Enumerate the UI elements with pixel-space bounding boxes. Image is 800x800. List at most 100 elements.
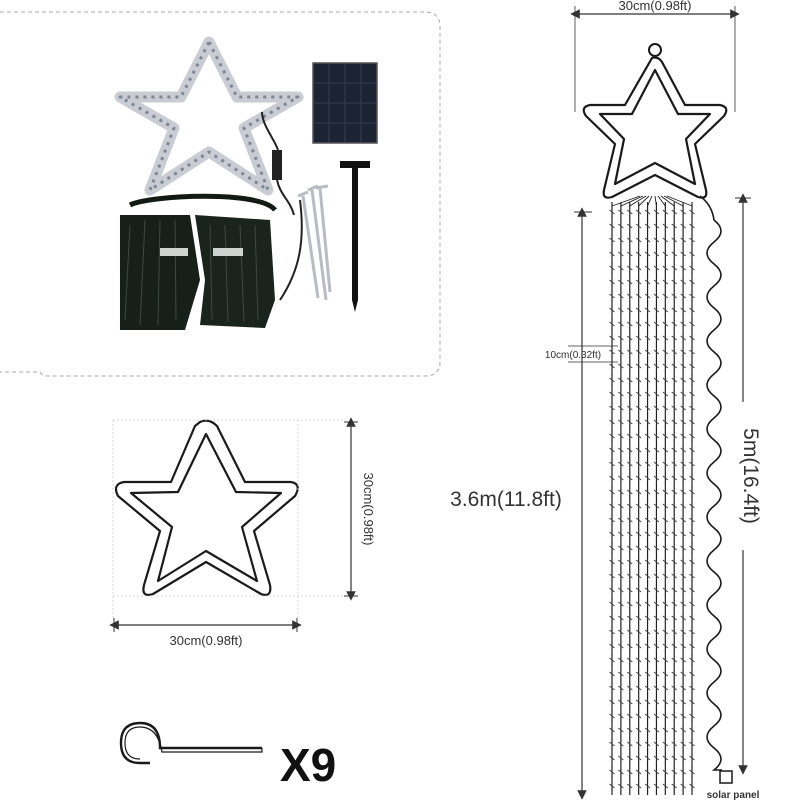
- led-bulb: [644, 377, 651, 383]
- led-bulb: [671, 223, 678, 229]
- small-star-guides: [112, 419, 346, 620]
- led-bulb: [626, 741, 633, 747]
- led-bulb: [689, 685, 695, 691]
- led-bulb: [662, 517, 669, 523]
- led-bulb: [644, 307, 651, 313]
- led-bulb: [680, 433, 686, 439]
- led-bulb: [689, 223, 695, 229]
- led-bulb: [680, 671, 686, 677]
- led-bulb: [653, 321, 660, 327]
- led-bulb: [689, 741, 695, 747]
- led-bulb: [618, 209, 624, 215]
- led-bulb: [671, 489, 678, 495]
- led-bulb: [689, 209, 695, 215]
- led-bulb: [644, 643, 651, 649]
- led-bulb: [662, 671, 669, 677]
- led-bulb: [644, 433, 651, 439]
- led-bulb: [680, 615, 686, 621]
- led-bulb: [618, 489, 624, 495]
- led-bulb: [609, 769, 615, 775]
- led-bulb: [680, 531, 686, 537]
- led-bulb: [609, 741, 615, 747]
- led-bulb: [626, 657, 633, 663]
- led-bulb: [618, 685, 624, 691]
- led-bulb: [653, 223, 660, 229]
- led-bulb: [653, 685, 660, 691]
- led-bulb: [653, 209, 660, 215]
- led-bulb: [635, 419, 642, 425]
- led-bulb: [680, 475, 686, 481]
- led-bulb: [662, 559, 669, 565]
- led-bulb: [671, 657, 678, 663]
- led-bulb: [644, 629, 651, 635]
- led-bulb: [680, 251, 686, 257]
- led-bulb: [618, 713, 624, 719]
- led-bulb: [635, 559, 642, 565]
- led-bulb: [680, 419, 686, 425]
- led-bulb: [626, 755, 633, 761]
- led-bulb: [618, 447, 624, 453]
- led-bulb: [662, 293, 669, 299]
- led-bulb: [689, 391, 695, 397]
- strand-connector: [663, 195, 684, 207]
- led-bulb: [626, 559, 633, 565]
- led-bulb: [618, 433, 624, 439]
- led-bulb: [626, 363, 633, 369]
- led-bulb: [635, 531, 642, 537]
- led-bulb: [626, 447, 633, 453]
- led-bulb: [653, 419, 660, 425]
- led-bulb: [635, 629, 642, 635]
- led-bulb: [635, 335, 642, 341]
- led-bulb: [626, 783, 633, 789]
- led-bulb: [626, 223, 633, 229]
- led-bulb: [635, 503, 642, 509]
- led-bulb: [662, 643, 669, 649]
- led-bulb: [653, 349, 660, 355]
- led-bulb: [689, 783, 695, 789]
- led-bulb: [644, 349, 651, 355]
- led-bulb: [653, 629, 660, 635]
- strand-connector: [654, 195, 657, 207]
- led-bulb: [635, 657, 642, 663]
- led-bulb: [671, 615, 678, 621]
- led-bulb: [671, 587, 678, 593]
- led-bulb: [609, 279, 615, 285]
- led-bulb: [689, 265, 695, 271]
- led-bulb: [680, 321, 686, 327]
- led-bulb: [689, 321, 695, 327]
- led-bulb: [635, 377, 642, 383]
- led-bulb: [644, 517, 651, 523]
- led-bulb: [635, 447, 642, 453]
- led-bulb: [680, 741, 686, 747]
- led-bulb: [609, 405, 615, 411]
- led-bulb: [635, 363, 642, 369]
- strand-connector: [629, 195, 647, 207]
- led-bulb: [662, 237, 669, 243]
- led-bulb: [609, 615, 615, 621]
- led-bulb: [680, 559, 686, 565]
- solar-panel-connector: [719, 770, 733, 784]
- led-bulb: [662, 727, 669, 733]
- led-bulb: [689, 587, 695, 593]
- led-bulb: [644, 405, 651, 411]
- led-bulb: [653, 405, 660, 411]
- led-bulb: [644, 489, 651, 495]
- led-bulb: [653, 461, 660, 467]
- led-bulb: [662, 657, 669, 663]
- led-bulb: [644, 755, 651, 761]
- led-bulb: [671, 545, 678, 551]
- product-photo: [0, 11, 441, 377]
- led-bulb: [635, 251, 642, 257]
- led-bulb: [680, 447, 686, 453]
- led-bulb: [653, 489, 660, 495]
- led-bulb: [618, 545, 624, 551]
- led-bulb: [662, 601, 669, 607]
- led-bulb: [618, 503, 624, 509]
- led-bulb: [609, 447, 615, 453]
- led-bulb: [653, 741, 660, 747]
- led-bulb: [662, 251, 669, 257]
- led-bulb: [671, 601, 678, 607]
- led-bulb: [618, 643, 624, 649]
- led-bulb: [680, 307, 686, 313]
- led-bulb: [609, 755, 615, 761]
